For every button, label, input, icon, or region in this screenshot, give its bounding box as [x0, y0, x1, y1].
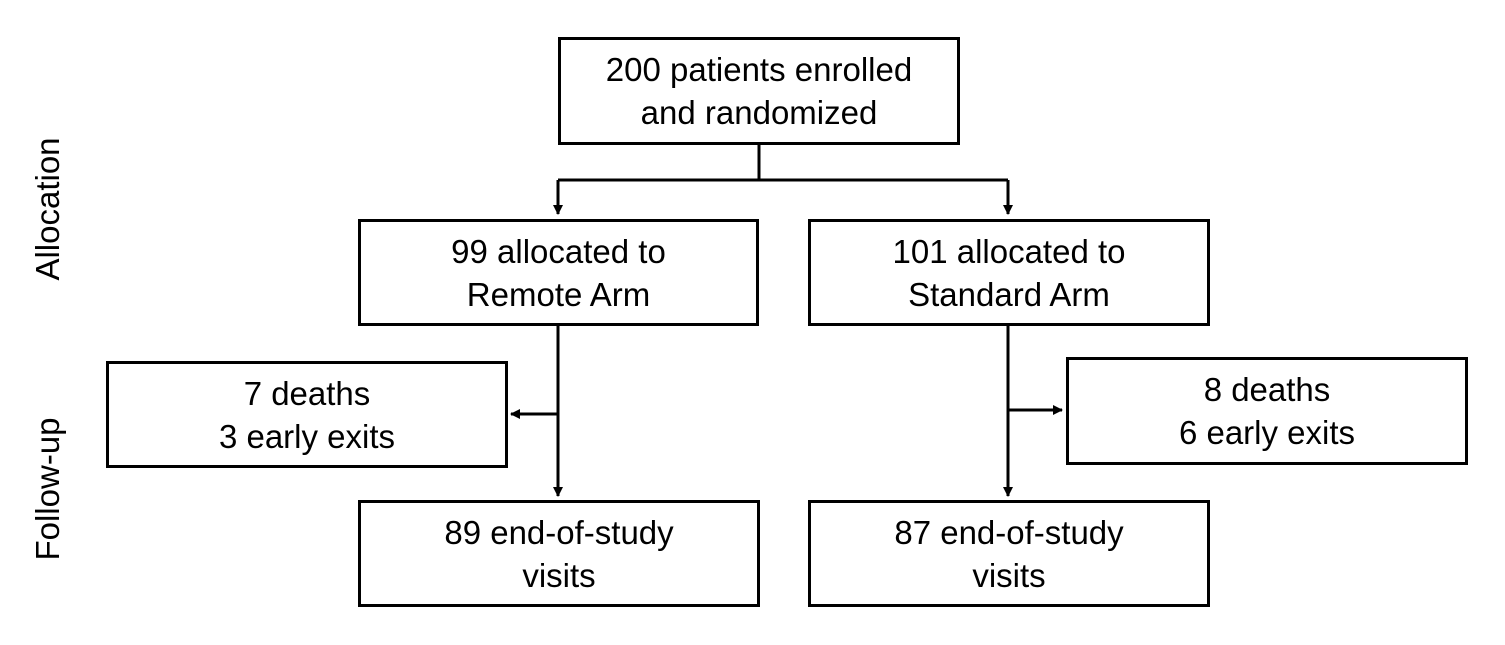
standard-exits-line2: 6 early exits: [1178, 414, 1356, 451]
standard-end-line1: 87 end-of-study: [894, 513, 1124, 551]
remote-end-of-study-box: 89 end-of-study visits: [358, 500, 760, 607]
standard-end-line2: visits: [972, 556, 1046, 594]
remote-end-line1: 89 end-of-study: [444, 513, 674, 551]
remote-exits-line2: 3 early exits: [218, 417, 396, 455]
remote-allocation-line2: Remote Arm: [466, 275, 651, 313]
standard-exits-box: 8 deaths 6 early exits: [1066, 357, 1468, 465]
enrolled-line1: 200 patients enrolled: [605, 51, 913, 88]
remote-exits-box: 7 deaths 3 early exits: [106, 361, 508, 468]
remote-allocation-line1: 99 allocated to: [451, 232, 666, 270]
standard-allocation-line2: Standard Arm: [908, 275, 1110, 313]
standard-allocation-line1: 101 allocated to: [892, 232, 1126, 270]
standard-exits-line1: 8 deaths: [1203, 371, 1331, 408]
remote-exits-line1: 7 deaths: [243, 374, 371, 412]
standard-end-of-study-box: 87 end-of-study visits: [808, 500, 1210, 607]
enrolled-line2: and randomized: [640, 94, 878, 131]
standard-allocation-box: 101 allocated to Standard Arm: [808, 219, 1210, 326]
remote-allocation-box: 99 allocated to Remote Arm: [358, 219, 759, 326]
remote-end-line2: visits: [522, 556, 596, 594]
enrolled-box: 200 patients enrolled and randomized: [558, 37, 960, 145]
